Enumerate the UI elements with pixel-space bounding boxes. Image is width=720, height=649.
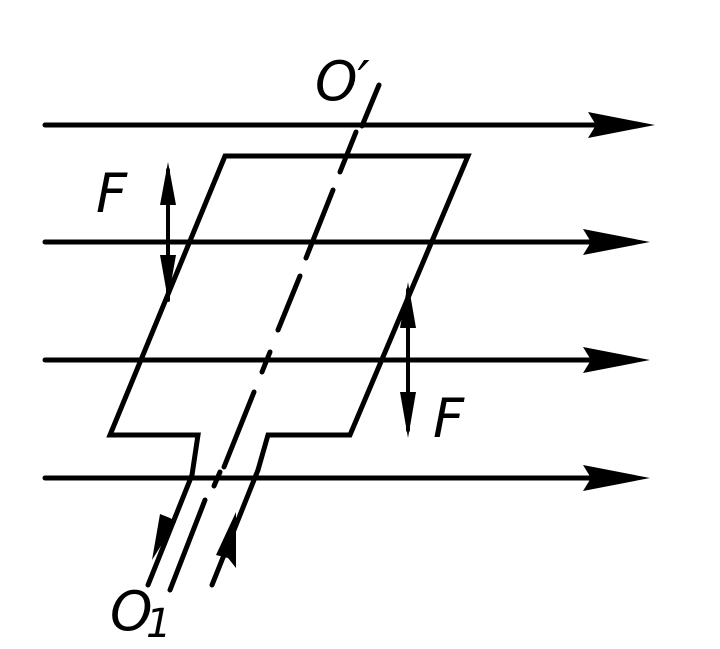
rotation-axis xyxy=(211,82,382,489)
field-line-1 xyxy=(42,112,655,138)
force-arrow-right xyxy=(400,282,416,438)
axis-bottom-label: O xyxy=(110,580,153,643)
force-right-label: F xyxy=(433,387,465,450)
axis-bottom-subscript: 1 xyxy=(146,601,171,647)
field-line-4 xyxy=(42,465,650,491)
axis-top-label: O′ xyxy=(315,50,370,113)
force-left-label: F xyxy=(96,162,128,225)
field-line-2 xyxy=(42,229,650,255)
lead-wires xyxy=(145,467,261,593)
coil-loop xyxy=(106,153,472,478)
force-arrow-left xyxy=(160,162,176,302)
